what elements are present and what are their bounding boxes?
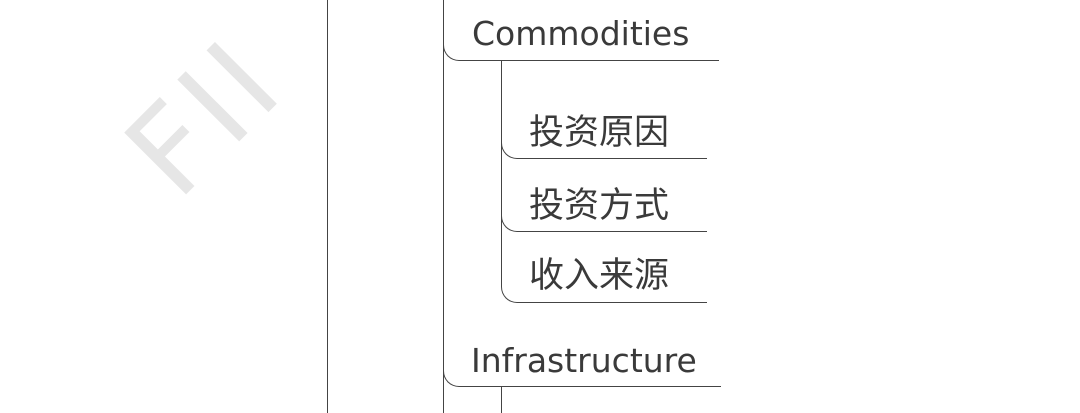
leaf-income-source[interactable]: 收入来源 [529,256,670,296]
leaf-connector [501,265,707,303]
branch-commodities[interactable]: Commodities [472,14,690,53]
leaf-connector [501,120,707,159]
branch-infrastructure[interactable]: Infrastructure [471,341,697,380]
subtrunk-infrastructure [501,387,502,413]
leaf-investment-method[interactable]: 投资方式 [529,186,670,226]
leaf-investment-reason[interactable]: 投资原因 [529,113,670,153]
leaf-connector [501,195,707,232]
subtrunk-commodities [501,60,502,280]
watermark: FII [100,13,310,224]
page-divider-line [327,0,328,413]
branch-connector-infrastructure [443,355,721,387]
trunk-connector [443,0,444,413]
branch-connector-commodities [443,30,719,61]
